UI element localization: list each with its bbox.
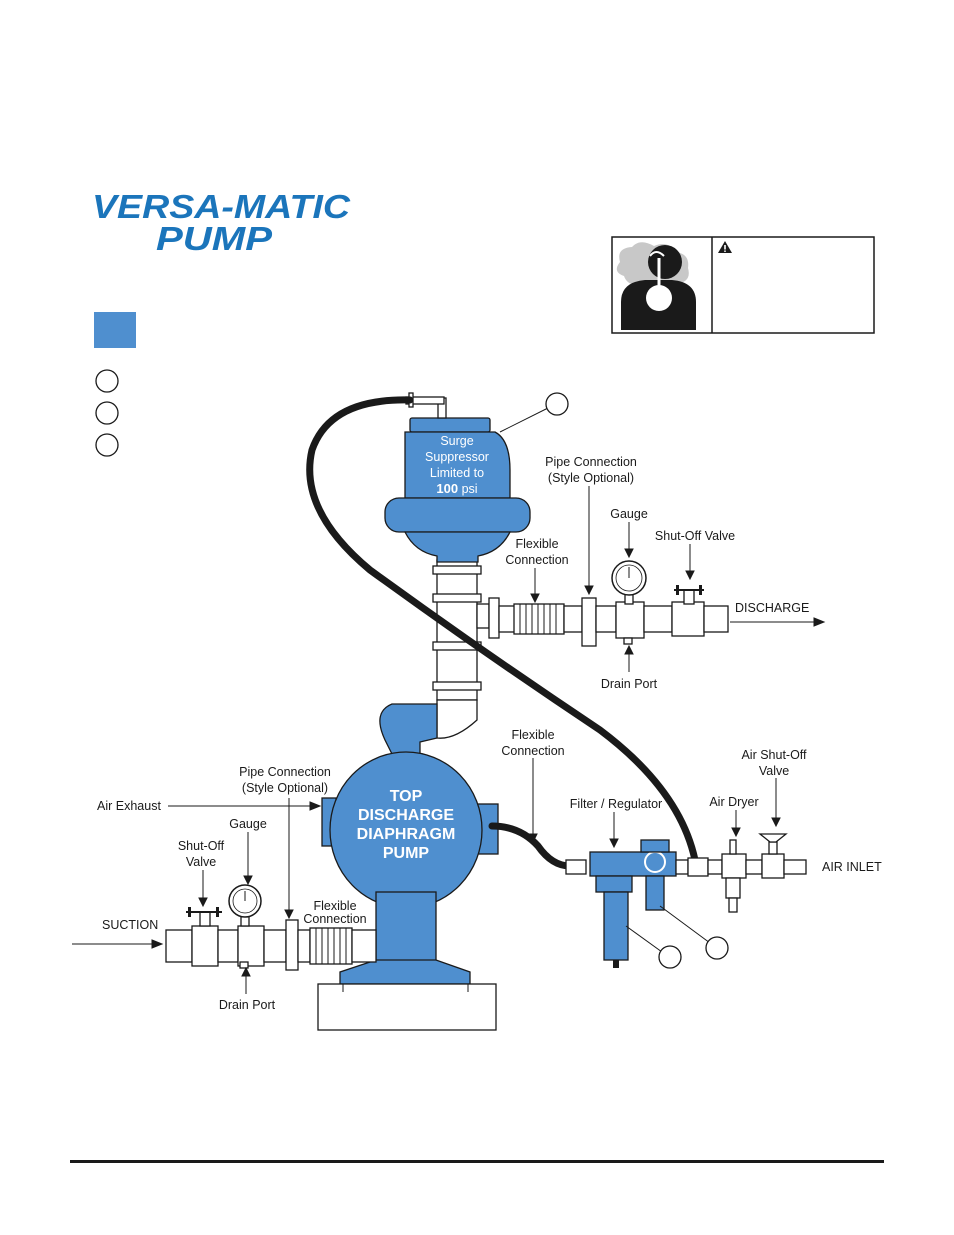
label-shutoff-top: Shut-Off Valve	[655, 529, 735, 543]
callout-circle-surge	[545, 392, 569, 416]
step-circle-2	[95, 401, 119, 425]
label-discharge: DISCHARGE	[735, 601, 809, 615]
logo-line1: VERSA-MATIC	[92, 188, 351, 225]
surge-label-4-num: 100	[436, 481, 458, 496]
label-gauge-bottom: Gauge	[229, 817, 267, 831]
pump-label-1: TOP	[390, 788, 423, 805]
label-air-inlet: AIR INLET	[822, 860, 882, 874]
inhalation-hazard-icon	[616, 242, 696, 330]
label-gauge-top: Gauge	[610, 507, 648, 521]
label-pipe-connection-bottom-1: Pipe Connection	[239, 765, 331, 779]
label-flexible-top-2: Connection	[505, 553, 568, 567]
label-shutoff-bottom-2: Valve	[186, 855, 216, 869]
pump-label-2: DISCHARGE	[358, 807, 454, 824]
section-marker	[94, 312, 136, 348]
leader-lines	[72, 486, 826, 994]
label-shutoff-bottom-1: Shut-Off	[178, 839, 225, 853]
air-hose-short	[488, 822, 574, 870]
warning-triangle-icon	[718, 241, 732, 253]
pump-label-3: DIAPHRAGM	[357, 826, 456, 843]
surge-suppressor: Surge Suppressor Limited to 100 psi	[384, 392, 531, 563]
shutoff-valve-bottom	[186, 907, 222, 927]
label-drain-bottom: Drain Port	[219, 998, 276, 1012]
discharge-line	[476, 560, 729, 647]
logo-line2: PUMP	[156, 220, 273, 257]
label-air-shutoff-2: Valve	[759, 764, 789, 778]
label-flexible-air-1: Flexible	[511, 728, 554, 742]
label-flexible-bottom-2: Connection	[303, 912, 366, 926]
versa-matic-logo: VERSA-MATIC PUMP	[92, 188, 351, 257]
gauge-bottom	[228, 884, 262, 927]
callout-circle-regulator	[705, 936, 729, 960]
label-flexible-top-1: Flexible	[515, 537, 558, 551]
label-suction: SUCTION	[102, 918, 158, 932]
discharge-riser	[432, 559, 482, 739]
suction-line	[165, 884, 377, 971]
callout-circle-filter	[658, 945, 682, 969]
pump-base	[317, 983, 497, 1031]
label-pipe-connection-top-1: Pipe Connection	[545, 455, 637, 469]
surge-label-1: Surge	[440, 434, 473, 448]
label-pipe-connection-bottom-2: (Style Optional)	[242, 781, 328, 795]
label-pipe-connection-top-2: (Style Optional)	[548, 471, 634, 485]
surge-label-3: Limited to	[430, 466, 484, 480]
warning-box	[611, 236, 875, 334]
footer-rule	[70, 1160, 884, 1163]
label-drain-top: Drain Port	[601, 677, 658, 691]
air-dryer	[721, 839, 747, 913]
step-circle-1	[95, 369, 119, 393]
label-filter-regulator: Filter / Regulator	[570, 797, 662, 811]
label-flexible-air-2: Connection	[501, 744, 564, 758]
gauge-top	[611, 560, 647, 605]
surge-label-4-unit: psi	[458, 482, 477, 496]
surge-label-2: Suppressor	[425, 450, 489, 464]
drain-port-top	[623, 637, 633, 645]
flexible-connection-bottom	[315, 928, 347, 964]
pump-label-4: PUMP	[383, 845, 430, 862]
label-air-dryer: Air Dryer	[709, 795, 758, 809]
air-supply-hose	[306, 396, 699, 864]
label-flexible-bottom-1: Flexible	[313, 899, 356, 913]
surge-label-4: 100 psi	[436, 481, 477, 496]
label-air-exhaust: Air Exhaust	[97, 799, 161, 813]
shutoff-valve-top	[674, 585, 704, 605]
drain-port-bottom	[239, 961, 249, 969]
air-line	[565, 833, 807, 968]
flexible-connection-top	[519, 604, 557, 634]
step-circle-3	[95, 433, 119, 457]
diaphragm-pump: TOP DISCHARGE DIAPHRAGM PUMP	[317, 703, 499, 1031]
air-shutoff-valve	[758, 833, 788, 855]
label-air-shutoff-1: Air Shut-Off	[741, 748, 807, 762]
